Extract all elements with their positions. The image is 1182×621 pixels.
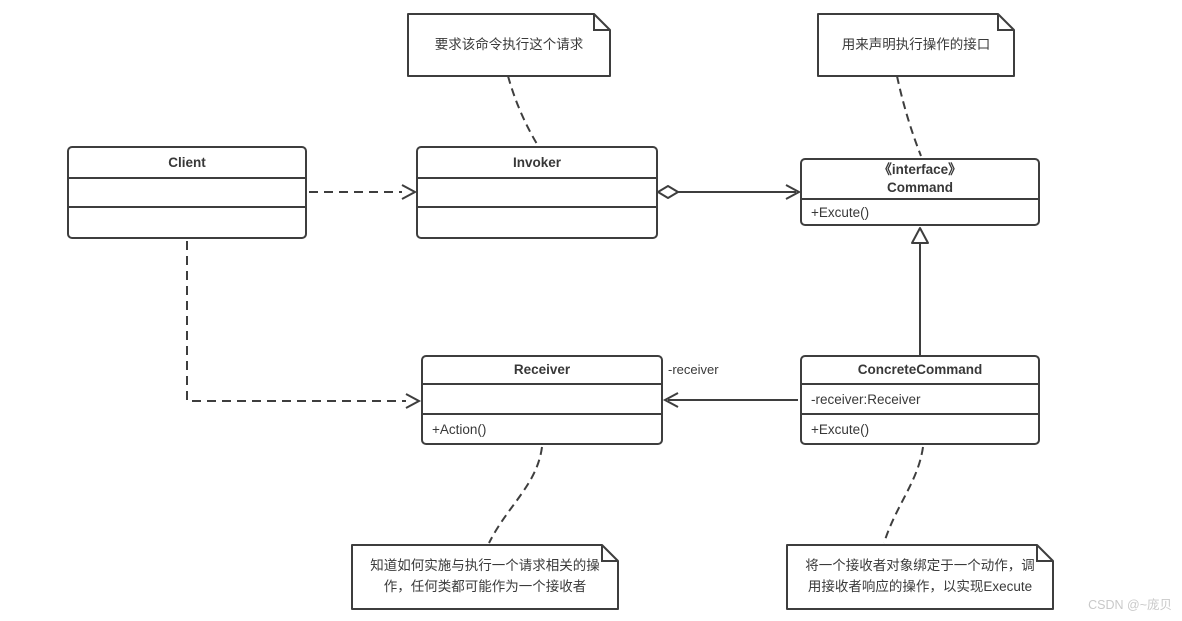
anchor-invoker-note xyxy=(507,75,538,145)
class-command-method: +Excute() xyxy=(811,204,870,220)
class-concrete-command-attribute: -receiver:Receiver xyxy=(802,385,1038,415)
note-shape-concrete-command-note xyxy=(786,544,1054,610)
edge-concretecommand-command-generalization xyxy=(911,227,929,357)
edge-concretecommand-receiver-association xyxy=(662,392,798,408)
class-command-name: Command xyxy=(886,180,953,195)
class-receiver-attributes-empty xyxy=(423,385,661,415)
anchor-concrete-command-note xyxy=(883,446,924,544)
note-invoker-text: 要求该命令执行这个请求 xyxy=(434,36,584,52)
note-shape-invoker-note xyxy=(407,13,611,77)
class-receiver: Receiver +Action() xyxy=(421,355,663,445)
class-concrete-command: ConcreteCommand -receiver:Receiver +Excu… xyxy=(800,355,1040,445)
class-invoker-methods-empty xyxy=(418,208,656,237)
class-invoker-name: Invoker xyxy=(418,148,656,179)
class-client-attributes-empty xyxy=(69,179,305,208)
note-shape-command-note xyxy=(817,13,1015,77)
class-receiver-name: Receiver xyxy=(423,357,661,385)
edge-client-invoker-dependency xyxy=(309,184,418,200)
class-client-methods-empty xyxy=(69,208,305,237)
class-command-header: 《interface》 Command xyxy=(802,160,1038,200)
note-receiver-text: 知道如何实施与执行一个请求相关的操 作，任何类都可能作为一个接收者 xyxy=(370,558,600,594)
note-command-text: 用来声明执行操作的接口 xyxy=(841,36,991,52)
class-concrete-command-method: +Excute() xyxy=(811,421,870,437)
note-shape-receiver-note xyxy=(351,544,619,610)
class-command: 《interface》 Command +Excute() xyxy=(800,158,1040,226)
edge-label-receiver-role: -receiver xyxy=(668,362,719,377)
class-invoker-attributes-empty xyxy=(418,179,656,208)
anchor-command-note xyxy=(896,75,922,157)
watermark: CSDN @~庞贝 xyxy=(1088,598,1172,612)
class-invoker: Invoker xyxy=(416,146,658,239)
anchor-receiver-note xyxy=(488,446,543,544)
note-concrete-command-text: 将一个接收者对象绑定于一个动作，调 用接收者响应的操作，以实现Execute xyxy=(805,558,1035,594)
class-client: Client xyxy=(67,146,307,239)
class-client-name: Client xyxy=(69,148,305,179)
class-concrete-command-name: ConcreteCommand xyxy=(802,357,1038,385)
class-receiver-method: +Action() xyxy=(432,421,487,437)
edge-invoker-command-aggregation xyxy=(657,184,802,200)
edge-client-receiver-dependency xyxy=(186,241,422,409)
class-command-stereotype: 《interface》 xyxy=(878,162,962,178)
